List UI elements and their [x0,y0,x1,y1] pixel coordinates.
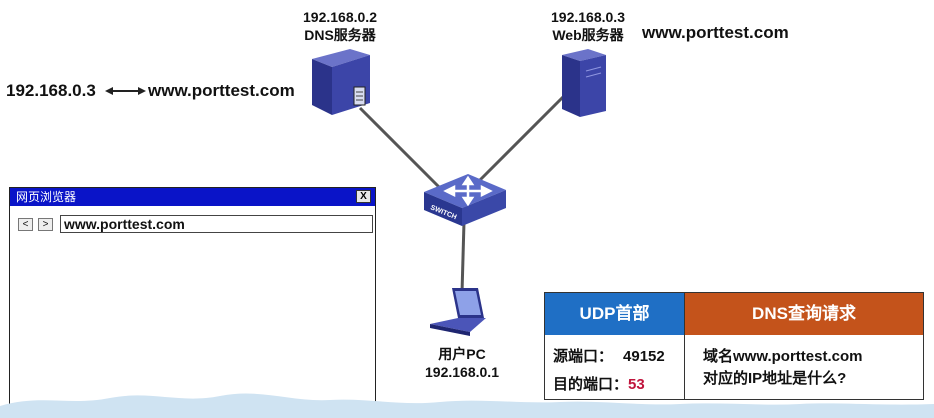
mapping-ip: 192.168.0.3 [6,81,96,100]
src-port-label: 源端口： [553,348,614,365]
pc-label: 用户PC [438,346,486,362]
browser-close-button[interactable]: X [356,190,371,203]
dns-query-line1: 域名www.porttest.com [703,348,863,365]
udp-header-title: UDP首部 [545,293,685,335]
dst-port-value: 53 [628,376,645,393]
src-port-value: 49152 [623,348,665,365]
dns-query-body: 域名www.porttest.com 对应的IP地址是什么? [685,335,923,399]
dst-port-label: 目的端口： [553,376,629,393]
pc-ip: 192.168.0.1 [425,364,499,380]
web-server-ip: 192.168.0.3 [551,9,625,25]
link-switch-pc [460,221,466,294]
audio-waveform [0,393,934,418]
dst-port-row: 目的端口：53 [553,373,645,394]
dns-header-title: DNS查询请求 [685,293,923,335]
mapping-domain: www.porttest.com [148,81,295,100]
browser-titlebar: 网页浏览器 X [10,188,375,206]
web-server-domain: www.porttest.com [642,23,789,42]
browser-forward-button[interactable]: > [38,218,53,231]
link-web-switch [478,93,567,182]
switch-icon: SWITCH [424,174,506,226]
dns-server-icon [312,49,370,115]
dns-server-ip: 192.168.0.2 [303,9,377,25]
src-port-row: 源端口： 49152 [553,345,665,366]
browser-address-bar[interactable]: www.porttest.com [60,215,373,233]
double-arrow-icon [105,87,146,95]
dns-query-line2: 对应的IP地址是什么? [703,370,847,387]
udp-header-body: 源端口： 49152 目的端口：53 [545,335,685,399]
web-server-label: Web服务器 [552,27,624,43]
laptop-icon [430,288,486,336]
browser-back-button[interactable]: < [18,218,33,231]
browser-title: 网页浏览器 [16,190,77,204]
packet-table: UDP首部 DNS查询请求 源端口： 49152 目的端口：53 域名www.po… [544,292,924,400]
browser-window: 网页浏览器 X < > www.porttest.com [9,187,376,409]
web-server-icon [562,49,606,117]
dns-server-label: DNS服务器 [304,27,376,43]
link-dns-switch [358,106,450,198]
